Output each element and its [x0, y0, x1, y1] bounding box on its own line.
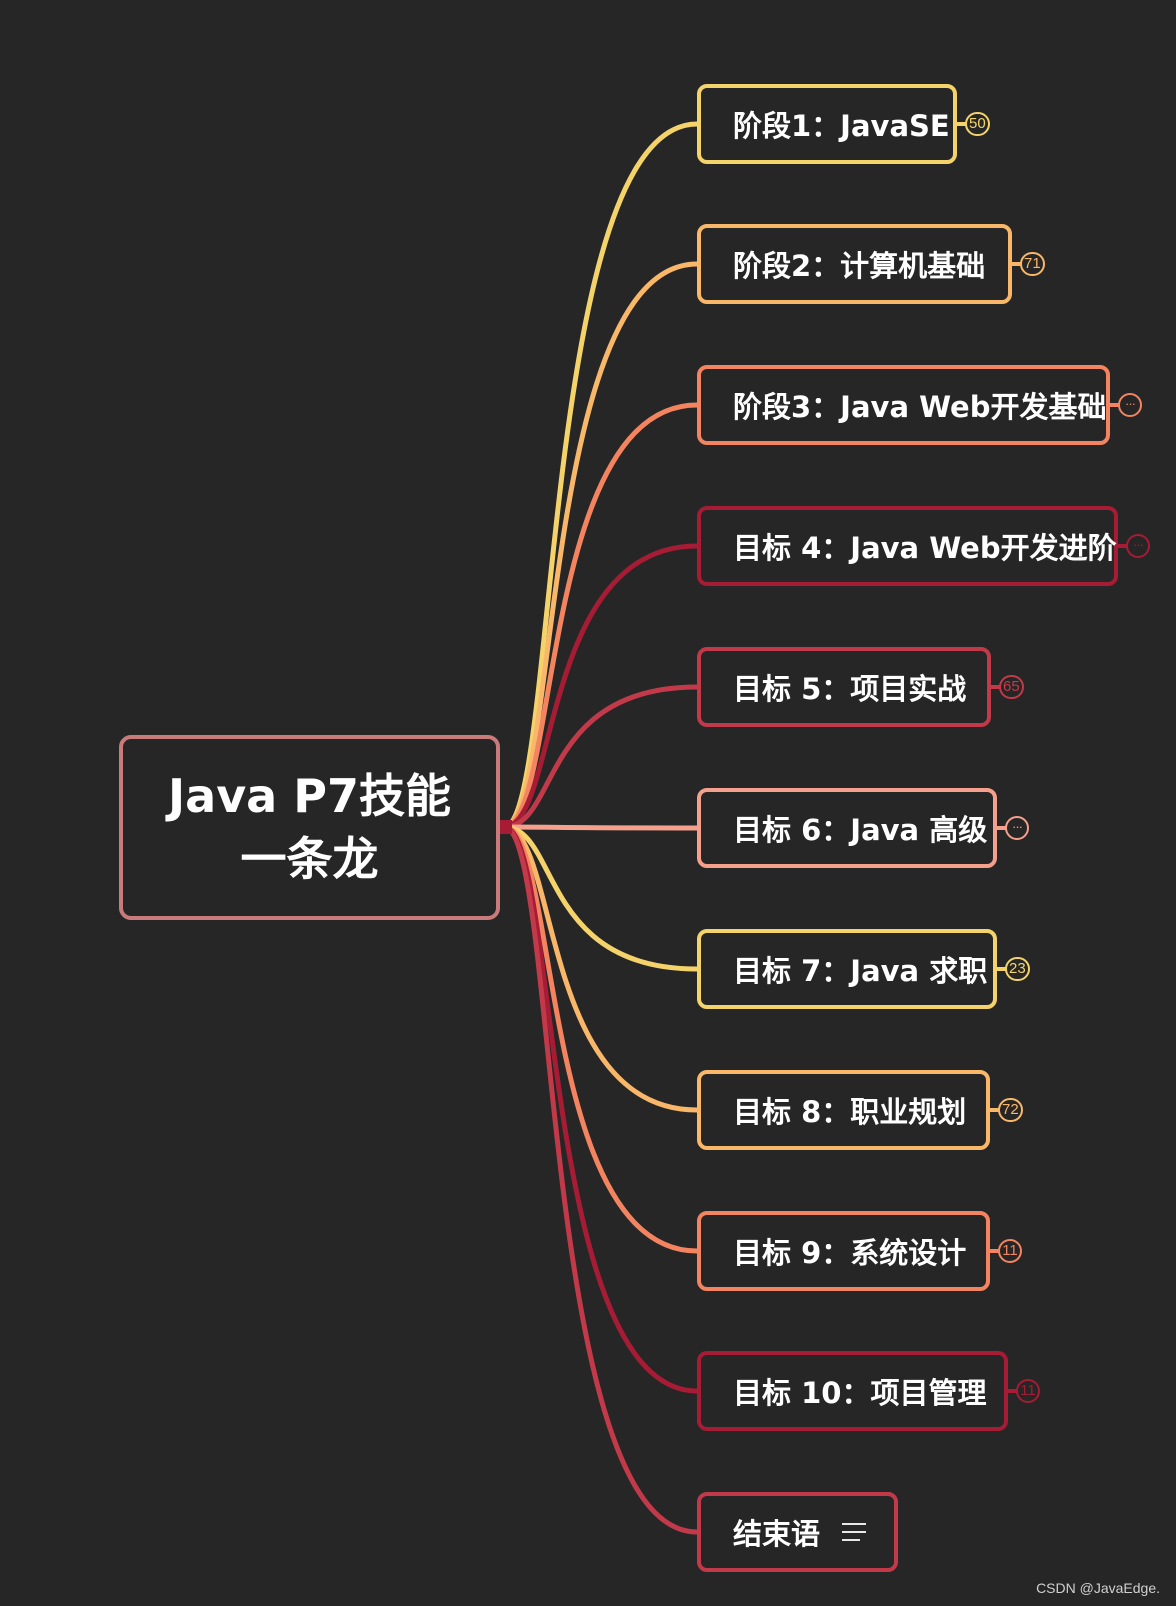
branch-link-6: [501, 824, 700, 831]
branch-node-2[interactable]: 阶段2：计算机基础: [697, 224, 1012, 304]
child-count-badge[interactable]: 11: [1016, 1379, 1040, 1403]
branch-node-5[interactable]: 目标 5：项目实战: [697, 647, 991, 727]
root-hub: [500, 820, 512, 834]
child-count-badge[interactable]: 72: [998, 1098, 1023, 1122]
central-topic-line-1: Java P7技能: [168, 768, 451, 823]
branch-node-9[interactable]: 目标 9：系统设计: [697, 1211, 990, 1291]
branch-label: 目标 10：项目管理: [733, 1376, 987, 1410]
central-topic[interactable]: Java P7技能 一条龙: [119, 735, 500, 920]
branch-node-6[interactable]: 目标 6：Java 高级: [697, 788, 997, 868]
branch-label: 目标 8：职业规划: [733, 1095, 967, 1129]
badge-connector: [1116, 544, 1128, 548]
branch-link-3: [501, 402, 700, 830]
collapsed-children-badge[interactable]: ···: [1126, 534, 1150, 558]
branch-link-2: [501, 261, 700, 830]
branch-link-5: [501, 684, 700, 830]
branch-node-10[interactable]: 目标 10：项目管理: [697, 1351, 1008, 1431]
badge-connector: [995, 967, 1007, 971]
branch-node-1[interactable]: 阶段1：JavaSE: [697, 84, 957, 164]
branch-link-8: [501, 824, 700, 1113]
branch-node-11[interactable]: 结束语: [697, 1492, 898, 1572]
branch-label: 阶段1：JavaSE: [733, 109, 950, 143]
branch-node-8[interactable]: 目标 8：职业规划: [697, 1070, 990, 1150]
branch-link-11: [501, 824, 700, 1535]
branch-node-3[interactable]: 阶段3：Java Web开发基础: [697, 365, 1110, 445]
watermark: CSDN @JavaEdge.: [1036, 1580, 1160, 1596]
child-count-badge[interactable]: 50: [965, 112, 990, 136]
badge-connector: [988, 1249, 1000, 1253]
branch-label: 目标 4：Java Web开发进阶: [733, 531, 1117, 565]
badge-connector: [1108, 403, 1120, 407]
branch-link-7: [501, 824, 700, 972]
branch-label: 阶段2：计算机基础: [733, 249, 986, 283]
notes-icon[interactable]: [842, 1517, 867, 1547]
child-count-badge[interactable]: 11: [998, 1239, 1022, 1263]
badge-connector: [1010, 262, 1022, 266]
branch-label: 阶段3：Java Web开发基础: [733, 390, 1107, 424]
badge-connector: [955, 122, 967, 126]
branch-label: 目标 5：项目实战: [733, 672, 967, 706]
badge-connector: [995, 826, 1007, 830]
badge-connector: [1006, 1389, 1018, 1393]
collapsed-children-badge[interactable]: ···: [1005, 816, 1029, 840]
branch-label: 目标 7：Java 求职: [733, 954, 988, 988]
badge-connector: [988, 1108, 1000, 1112]
collapsed-children-badge[interactable]: ···: [1118, 393, 1142, 417]
branch-node-7[interactable]: 目标 7：Java 求职: [697, 929, 997, 1009]
branch-label: 目标 6：Java 高级: [733, 813, 988, 847]
child-count-badge[interactable]: 65: [999, 675, 1024, 699]
branch-link-4: [501, 543, 700, 830]
badge-connector: [989, 685, 1001, 689]
child-count-badge[interactable]: 23: [1005, 957, 1030, 981]
branch-link-1: [501, 121, 700, 830]
central-topic-line-2: 一条龙: [240, 831, 379, 886]
branch-node-4[interactable]: 目标 4：Java Web开发进阶: [697, 506, 1118, 586]
child-count-badge[interactable]: 71: [1020, 252, 1045, 276]
branch-label: 结束语: [733, 1517, 821, 1551]
branch-label: 目标 9：系统设计: [733, 1236, 967, 1270]
